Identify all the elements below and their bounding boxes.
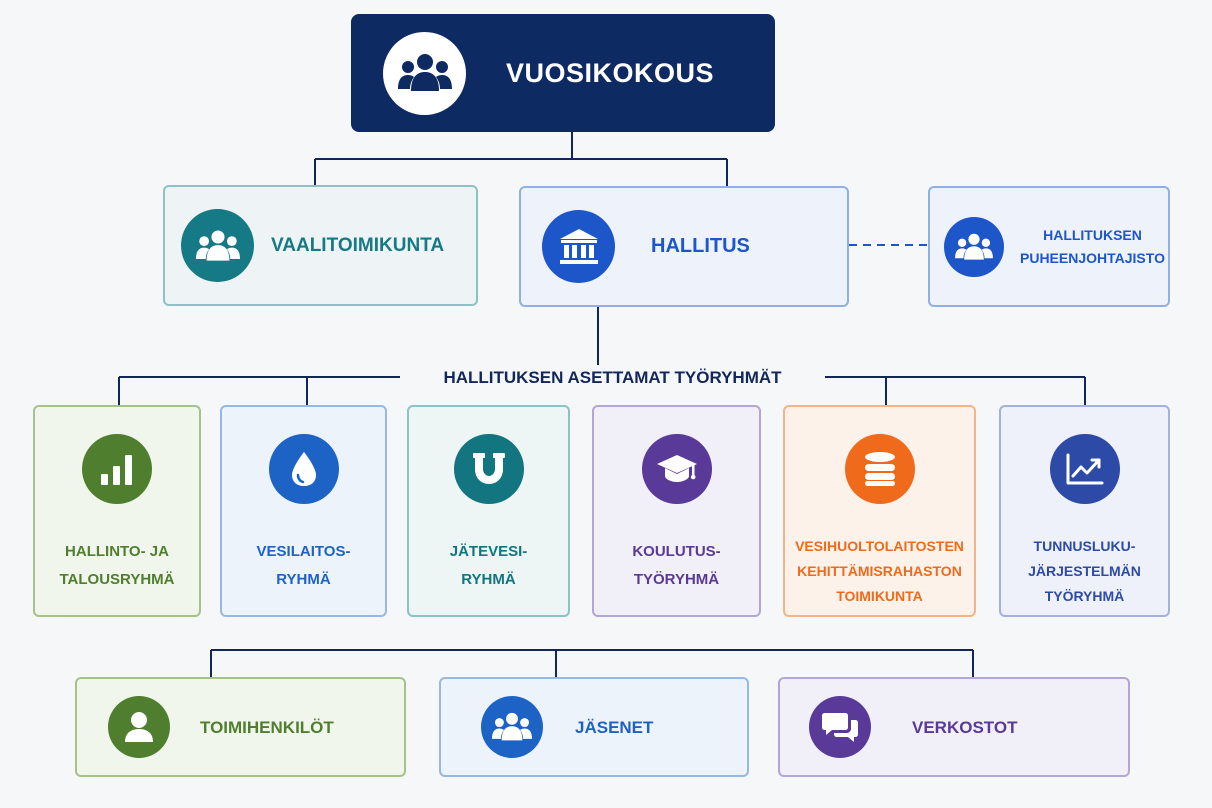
verkostot-box: VERKOSTOT: [778, 677, 1130, 777]
workgroup-vesilaitos-line-2: RYHMÄ: [276, 571, 331, 588]
toimihenkilot-label: TOIMIHENKILÖT: [200, 717, 334, 737]
workgroup-tunnusluku-line-2: JÄRJESTELMÄN: [1028, 563, 1141, 579]
workgroup-rahasto: VESIHUOLTOLAITOSTEN KEHITTÄMISRAHASTON T…: [783, 405, 976, 617]
workgroup-tunnusluku: TUNNUSLUKU- JÄRJESTELMÄN TYÖRYHMÄ: [999, 405, 1170, 617]
people-group-icon: [481, 696, 543, 758]
graduation-cap-icon: [641, 434, 712, 504]
workgroup-hallinto: HALLINTO- JA TALOUSRYHMÄ: [33, 405, 201, 617]
pipe-icon: [453, 434, 524, 504]
vuosikokous-box: VUOSIKOKOUS: [351, 14, 775, 132]
workgroup-rahasto-line-3: TOIMIKUNTA: [836, 588, 923, 604]
workgroup-hallinto-label: HALLINTO- JA TALOUSRYHMÄ: [60, 538, 175, 594]
workgroup-rahasto-line-2: KEHITTÄMISRAHASTON: [797, 563, 962, 579]
workgroup-koulutus-line-1: KOULUTUS-: [632, 543, 721, 560]
workgroup-koulutus-line-2: TYÖRYHMÄ: [633, 571, 720, 588]
water-drop-icon: [268, 434, 339, 504]
people-group-icon: [944, 216, 1004, 277]
workgroup-rahasto-label: VESIHUOLTOLAITOSTEN KEHITTÄMISRAHASTON T…: [795, 534, 964, 609]
workgroup-tunnusluku-label: TUNNUSLUKU- JÄRJESTELMÄN TYÖRYHMÄ: [1028, 534, 1141, 609]
toimihenkilot-box: TOIMIHENKILÖT: [75, 677, 406, 777]
bar-chart-icon: [82, 434, 152, 504]
verkostot-label: VERKOSTOT: [912, 717, 1018, 737]
vuosikokous-title: VUOSIKOKOUS: [506, 57, 715, 88]
bank-building-icon: [542, 210, 615, 283]
workgroup-jatevesi-line-2: RYHMÄ: [461, 571, 516, 588]
workgroup-jatevesi-line-1: JÄTEVESI-: [449, 543, 528, 560]
workgroup-rahasto-line-1: VESIHUOLTOLAITOSTEN: [795, 538, 964, 554]
puheenjohtajisto-label: HALLITUKSEN PUHEENJOHTAJISTO: [1020, 224, 1165, 270]
puheenjohtajisto-line-2: PUHEENJOHTAJISTO: [1020, 249, 1165, 266]
working-groups-heading: HALLITUKSEN ASETTAMAT TYÖRYHMÄT: [400, 365, 825, 391]
workgroup-vesilaitos: VESILAITOS- RYHMÄ: [220, 405, 387, 617]
workgroup-vesilaitos-line-1: VESILAITOS-: [256, 543, 351, 560]
person-icon: [108, 696, 170, 758]
vaalitoimikunta-box: VAALITOIMIKUNTA: [163, 185, 478, 306]
trend-chart-icon: [1049, 434, 1120, 504]
jasenet-label: JÄSENET: [575, 717, 654, 737]
workgroup-jatevesi-label: JÄTEVESI- RYHMÄ: [450, 538, 528, 594]
workgroup-hallinto-line-2: TALOUSRYHMÄ: [59, 571, 175, 588]
chat-bubbles-icon: [809, 696, 871, 758]
jasenet-box: JÄSENET: [439, 677, 749, 777]
workgroup-tunnusluku-line-3: TYÖRYHMÄ: [1044, 588, 1125, 604]
people-group-icon: [181, 209, 254, 282]
people-group-icon: [383, 31, 466, 115]
puheenjohtajisto-line-1: HALLITUKSEN: [1043, 226, 1142, 243]
hallitus-box: HALLITUS: [519, 186, 849, 307]
workgroup-vesilaitos-label: VESILAITOS- RYHMÄ: [257, 538, 351, 594]
vaalitoimikunta-label: VAALITOIMIKUNTA: [271, 235, 445, 256]
hallitus-label: HALLITUS: [651, 235, 750, 257]
workgroup-koulutus-label: KOULUTUS- TYÖRYHMÄ: [632, 538, 720, 594]
workgroup-hallinto-line-1: HALLINTO- JA: [65, 543, 169, 560]
workgroup-koulutus: KOULUTUS- TYÖRYHMÄ: [592, 405, 761, 617]
coins-stack-icon: [844, 434, 915, 504]
workgroup-tunnusluku-line-1: TUNNUSLUKU-: [1033, 538, 1136, 554]
puheenjohtajisto-box: HALLITUKSEN PUHEENJOHTAJISTO: [928, 186, 1170, 307]
workgroup-jatevesi: JÄTEVESI- RYHMÄ: [407, 405, 570, 617]
